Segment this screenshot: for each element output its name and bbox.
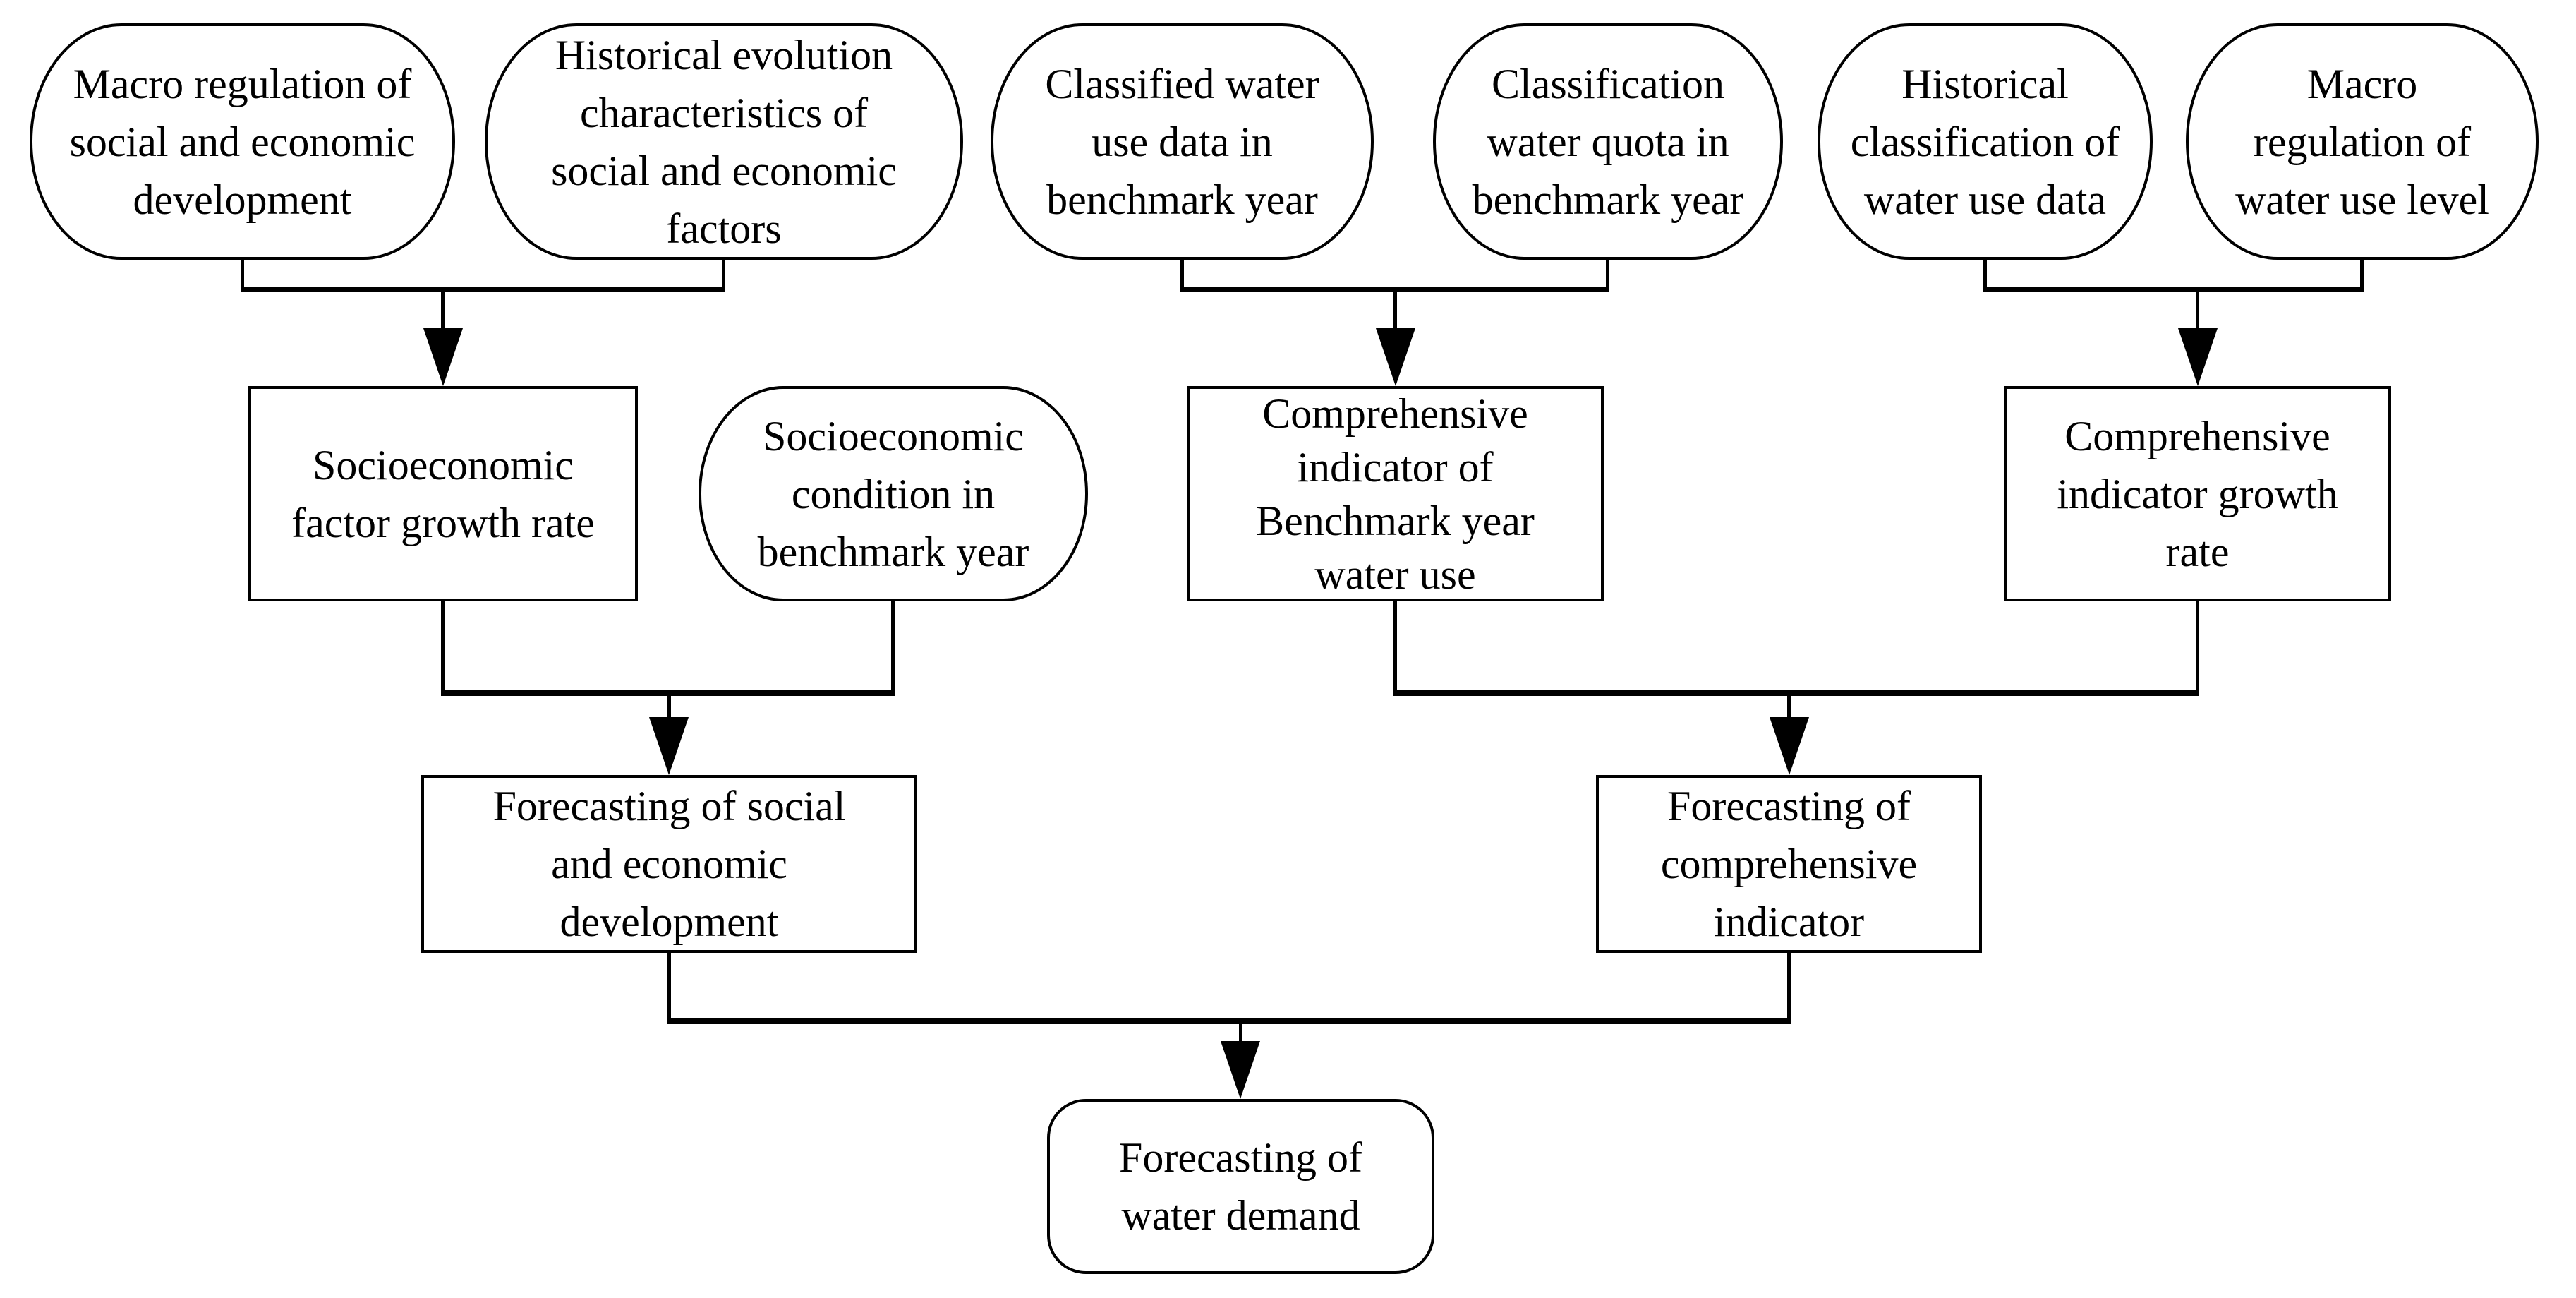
node-label: Socioeconomic condition in benchmark yea… <box>757 412 1029 575</box>
node-label: Classification water quota in benchmark … <box>1472 60 1744 223</box>
node-historical-evolution-characteristics: Historical evolution characteristics of … <box>485 23 963 260</box>
connector-stub <box>2360 260 2364 292</box>
connector-arrow-stem <box>1787 690 1791 723</box>
node-socioeconomic-condition-benchmark-year: Socioeconomic condition in benchmark yea… <box>699 386 1088 601</box>
node-label: Macro regulation of water use level <box>2235 60 2489 223</box>
connector-stub <box>1983 260 1987 292</box>
node-comprehensive-indicator-growth-rate: Comprehensive indicator growth rate <box>2004 386 2391 601</box>
connector-stub <box>722 260 725 292</box>
connector-arrow-stem <box>667 690 671 723</box>
connector-bus <box>1983 287 2364 292</box>
node-label: Classified water use data in benchmark y… <box>1045 60 1319 223</box>
node-label: Comprehensive indicator of Benchmark yea… <box>1256 390 1535 598</box>
node-label: Historical evolution characteristics of … <box>551 31 897 252</box>
node-macro-regulation-water-use-level: Macro regulation of water use level <box>2186 23 2539 260</box>
connector-stub <box>241 260 244 292</box>
connector-stub <box>441 601 445 696</box>
node-forecasting-water-demand: Forecasting of water demand <box>1047 1099 1434 1274</box>
arrowhead-down-icon <box>1770 717 1809 775</box>
node-label: Socioeconomic factor growth rate <box>291 441 595 546</box>
node-classification-water-quota: Classification water quota in benchmark … <box>1433 23 1783 260</box>
node-historical-classification-water-use: Historical classification of water use d… <box>1818 23 2153 260</box>
node-label: Forecasting of water demand <box>1119 1134 1362 1239</box>
arrowhead-down-icon <box>423 328 463 386</box>
connector-bus <box>1393 690 2199 696</box>
connector-stub <box>1606 260 1609 292</box>
node-label: Comprehensive indicator growth rate <box>2057 412 2338 575</box>
connector-stub <box>1787 953 1791 1024</box>
node-label: Historical classification of water use d… <box>1850 60 2120 223</box>
connector-stub <box>667 953 671 1024</box>
connector-arrow-stem <box>1239 1018 1242 1047</box>
arrowhead-down-icon <box>1376 328 1415 386</box>
node-comprehensive-indicator-benchmark-water-use: Comprehensive indicator of Benchmark yea… <box>1187 386 1604 601</box>
connector-arrow-stem <box>2196 287 2199 332</box>
node-forecasting-comprehensive-indicator: Forecasting of comprehensive indicator <box>1596 775 1982 953</box>
node-label: Macro regulation of social and economic … <box>69 60 416 223</box>
connector-bus <box>667 1018 1791 1024</box>
node-label: Forecasting of comprehensive indicator <box>1660 783 1918 945</box>
connector-stub <box>891 601 895 696</box>
connector-stub <box>2196 601 2199 696</box>
arrowhead-down-icon <box>649 717 689 775</box>
node-label: Forecasting of social and economic devel… <box>492 783 846 945</box>
connector-bus <box>241 287 725 292</box>
node-classified-water-use-data: Classified water use data in benchmark y… <box>991 23 1374 260</box>
connector-stub <box>1393 601 1397 696</box>
connector-stub <box>1180 260 1184 292</box>
connector-arrow-stem <box>1393 287 1397 332</box>
node-forecasting-social-economic-development: Forecasting of social and economic devel… <box>421 775 917 953</box>
node-socioeconomic-factor-growth-rate: Socioeconomic factor growth rate <box>248 386 638 601</box>
node-macro-regulation-socioeconomic-development: Macro regulation of social and economic … <box>30 23 455 260</box>
arrowhead-down-icon <box>1221 1041 1260 1099</box>
connector-arrow-stem <box>441 287 445 332</box>
arrowhead-down-icon <box>2178 328 2218 386</box>
